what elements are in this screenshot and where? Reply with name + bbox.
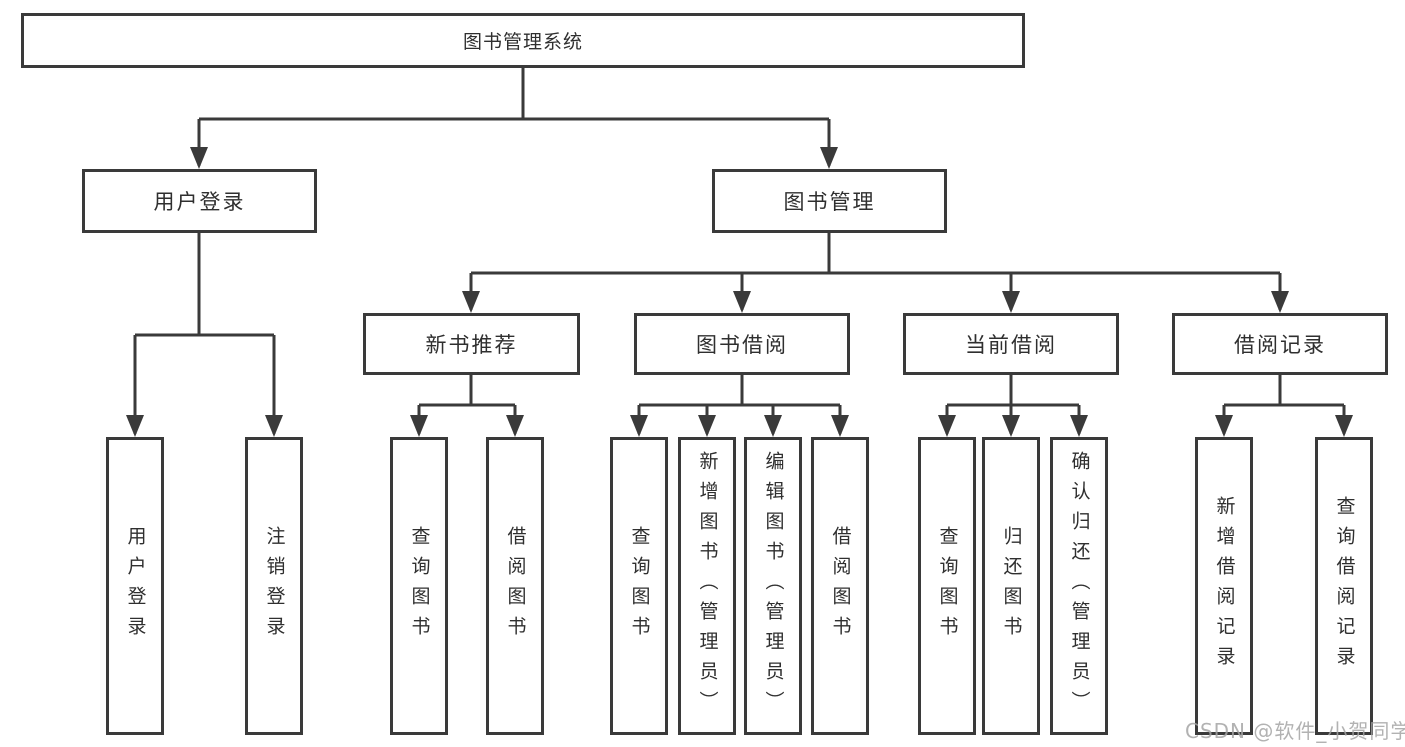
leaf-borrow-borrow-books: 借阅图书 [811, 437, 869, 735]
node-label: 新增借阅记录 [1213, 496, 1236, 676]
node-book-borrow: 图书借阅 [634, 313, 850, 375]
node-new-book-recommend: 新书推荐 [363, 313, 580, 375]
node-label: 确认归还（管理员） [1068, 451, 1091, 721]
node-label: 查询借阅记录 [1333, 496, 1356, 676]
node-label: 图书借阅 [696, 333, 788, 357]
leaf-recommend-borrow-books: 借阅图书 [486, 437, 544, 735]
node-library-system: 图书管理系统 [21, 13, 1025, 68]
leaf-user-login: 用户登录 [106, 437, 164, 735]
node-label: 用户登录 [124, 526, 147, 646]
arrowheads [126, 147, 1353, 437]
node-label: 注销登录 [263, 526, 286, 646]
node-label: 查询图书 [408, 526, 431, 646]
node-borrow-records: 借阅记录 [1172, 313, 1388, 375]
leaf-borrow-query-books: 查询图书 [610, 437, 668, 735]
leaf-records-query-record: 查询借阅记录 [1315, 437, 1373, 735]
node-label: 用户登录 [153, 190, 246, 214]
node-current-borrow: 当前借阅 [903, 313, 1119, 375]
node-label: 借阅图书 [829, 526, 852, 646]
leaf-current-return-books: 归还图书 [982, 437, 1040, 735]
leaf-borrow-add-books-admin: 新增图书（管理员） [678, 437, 736, 735]
node-label: 当前借阅 [965, 333, 1057, 357]
leaf-recommend-query-books: 查询图书 [390, 437, 448, 735]
node-label: 图书管理 [783, 190, 876, 214]
node-label: 新书推荐 [425, 333, 518, 357]
node-label: 借阅记录 [1234, 333, 1326, 357]
node-label: 图书管理系统 [462, 31, 583, 53]
node-label: 查询图书 [936, 526, 959, 646]
leaf-borrow-edit-books-admin: 编辑图书（管理员） [744, 437, 802, 735]
csdn-watermark: CSDN @软件_小贺同学 [1185, 719, 1405, 743]
node-label: 编辑图书（管理员） [762, 451, 785, 721]
node-label: 归还图书 [1000, 526, 1023, 646]
node-label: 借阅图书 [504, 526, 527, 646]
leaf-current-confirm-return-admin: 确认归还（管理员） [1050, 437, 1108, 735]
leaf-logout: 注销登录 [245, 437, 303, 735]
leaf-records-add-record: 新增借阅记录 [1195, 437, 1253, 735]
node-label: 新增图书（管理员） [696, 451, 719, 721]
node-user-login: 用户登录 [82, 169, 317, 233]
leaf-current-query-books: 查询图书 [918, 437, 976, 735]
node-book-management: 图书管理 [712, 169, 947, 233]
node-label: 查询图书 [628, 526, 651, 646]
